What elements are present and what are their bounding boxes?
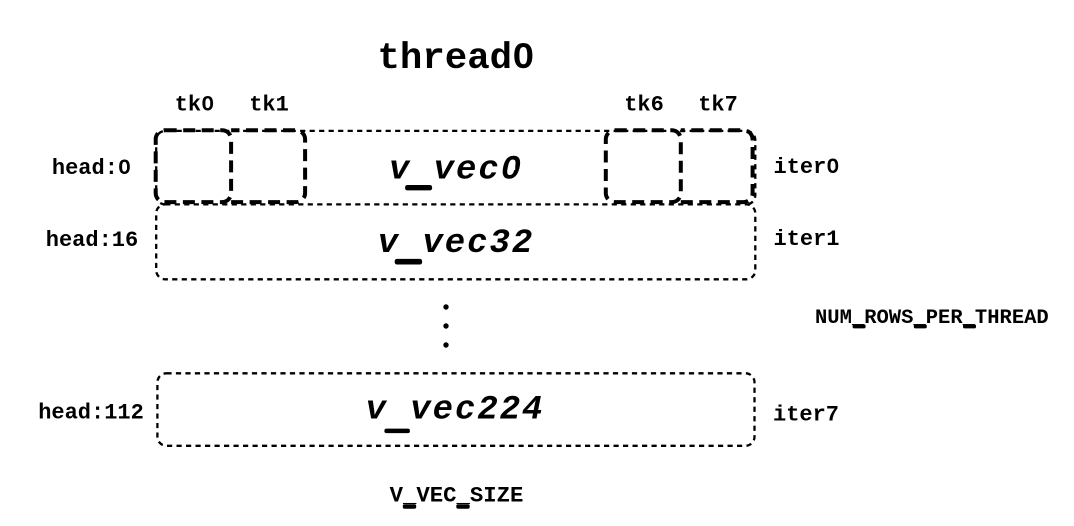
svg-text:v vec32: v vec32 <box>378 225 534 263</box>
svg-text:tk6: tk6 <box>624 93 664 118</box>
svg-text:iter1: iter1 <box>774 227 840 252</box>
svg-text:head:112: head:112 <box>38 401 144 426</box>
svg-text:NUM_ROWS_PER_THREAD: NUM_ROWS_PER_THREAD <box>815 307 1049 330</box>
svg-text:thread0: thread0 <box>377 38 534 80</box>
svg-text:iter0: iter0 <box>774 155 840 180</box>
svg-text:v vec224: v vec224 <box>366 391 545 429</box>
svg-text:head:16: head:16 <box>46 228 138 253</box>
svg-text:head:0: head:0 <box>52 156 131 181</box>
svg-text:tk1: tk1 <box>249 93 289 118</box>
svg-text:iter7: iter7 <box>773 403 839 428</box>
svg-text:v vec0: v vec0 <box>389 151 523 189</box>
svg-text:V_VEC_SIZE: V_VEC_SIZE <box>390 483 524 509</box>
svg-text:tk7: tk7 <box>698 93 738 118</box>
